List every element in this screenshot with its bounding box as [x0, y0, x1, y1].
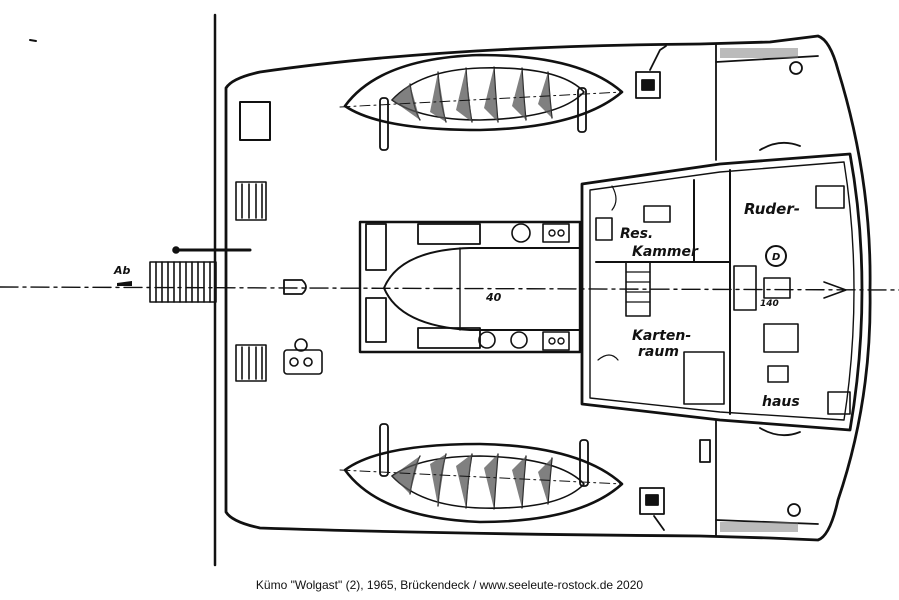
vent-grille-lower [235, 344, 267, 382]
label-ab: Ab [113, 264, 131, 277]
label-raum: raum [638, 344, 679, 360]
wheelhouse [580, 152, 864, 432]
davit-winch-upper [635, 45, 667, 99]
deck-outline [224, 34, 872, 542]
label-kammer: Kammer [632, 244, 699, 260]
label-haus: haus [762, 394, 800, 410]
davit-winch-lower [639, 487, 665, 531]
label-140: 140 [760, 299, 779, 309]
lower-bridge-wing [699, 419, 819, 537]
deck-box [239, 101, 271, 141]
bollard [283, 279, 307, 295]
lifeboat-upper [343, 53, 624, 151]
label-dimension-40: 40 [485, 291, 502, 304]
stern-stair [149, 246, 252, 303]
label-d: D [772, 252, 780, 263]
vent-grille-upper [235, 181, 267, 221]
caption: Kümo "Wolgast" (2), 1965, Brückendeck / … [255, 578, 644, 592]
upper-bridge-wing [715, 43, 819, 161]
label-res: Res. [620, 226, 653, 242]
engine-casing [358, 220, 582, 354]
label-karten: Karten- [632, 328, 691, 344]
deck-fitting [283, 338, 323, 375]
label-ruder: Ruder- [744, 200, 800, 218]
lifeboat-lower [343, 423, 624, 524]
